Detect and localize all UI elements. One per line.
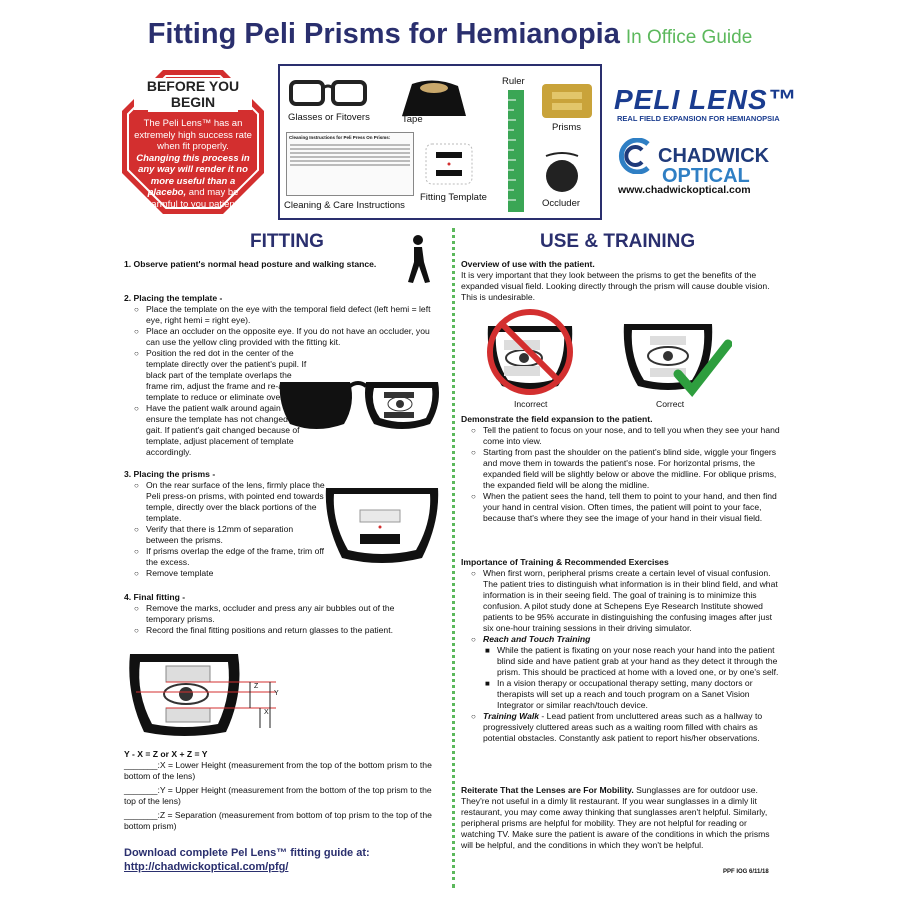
stop-sign-heading: BEFORE YOU BEGIN <box>134 78 252 110</box>
reiterate-section: Reiterate That the Lenses are For Mobili… <box>461 785 781 851</box>
kit-label-glasses: Glasses or Fitovers <box>288 112 370 123</box>
step2-item: Position the red dot in the center of th… <box>134 348 316 403</box>
overview-section: Overview of use with the patient. It is … <box>461 259 781 303</box>
measurement-diagram-image <box>129 654 276 736</box>
template-on-glasses-image <box>279 381 439 429</box>
website-link[interactable]: www.chadwickoptical.com <box>618 184 751 196</box>
label-x: X <box>264 709 269 716</box>
stop-body-3: and may be harmful to you patient. <box>146 187 240 210</box>
step4-item: Record the final fitting positions and r… <box>134 625 434 636</box>
step1-text: 1. Observe patient's normal head posture… <box>124 259 377 269</box>
kit-label-prisms: Prisms <box>552 122 582 133</box>
importance-heading: Importance of Training & Recommended Exe… <box>461 557 669 567</box>
importance-section: Importance of Training & Recommended Exe… <box>461 557 781 744</box>
demo-item: When the patient sees the hand, tell the… <box>471 491 781 524</box>
step4-item: Remove the marks, occluder and press any… <box>134 603 434 625</box>
formula: Y - X = Z or X + Z = Y <box>124 749 208 759</box>
z-definition: _______:Z = Separation (measurement from… <box>124 810 432 831</box>
step3-heading: 3. Placing the prisms - <box>124 469 216 479</box>
chadwick-logo-icon <box>618 138 650 174</box>
footer-code: PPF IOG 6/11/18 <box>723 869 769 875</box>
stop-sign-body: The Peli Lens™ has an extremely high suc… <box>134 118 252 210</box>
walk-heading: Training Walk <box>483 711 540 721</box>
fitting-heading: FITTING <box>250 231 324 252</box>
cleaning-card-title: Cleaning Instructions for Peli Press On … <box>289 135 391 140</box>
step2-item: Place the template on the eye with the t… <box>134 304 434 326</box>
optical-word: OPTICAL <box>662 165 750 187</box>
reach-heading: Reach and Touch Training <box>483 634 591 644</box>
stop-body-1: The Peli Lens™ has an extremely high suc… <box>134 118 252 152</box>
chadwick-word: CHADWICK <box>658 145 770 167</box>
training-heading: USE & TRAINING <box>540 231 696 252</box>
step3-item: On the rear surface of the lens, firmly … <box>134 480 326 524</box>
kit-label-ruler: Ruler <box>502 76 525 87</box>
correct-label: Correct <box>656 399 685 409</box>
fitting-step3: 3. Placing the prisms - On the rear surf… <box>124 469 434 579</box>
importance-item: When first worn, peripheral prisms creat… <box>471 568 781 634</box>
column-divider <box>452 228 455 888</box>
fitting-kit-box: Glasses or Fitovers Tape Ruler Prisms Cl… <box>278 64 602 220</box>
step3-item: Verify that there is 12mm of separation … <box>134 524 326 546</box>
training-walk-item: Training Walk - Lead patient from unclut… <box>471 711 781 744</box>
demo-section: Demonstrate the field expansion to the p… <box>461 414 781 524</box>
tape-icon <box>402 80 466 116</box>
fitting-step1: 1. Observe patient's normal head posture… <box>124 259 400 270</box>
reach-item: While the patient is fixating on your no… <box>485 645 781 678</box>
fitting-step4: 4. Final fitting - Remove the marks, occ… <box>124 592 434 636</box>
correct-image <box>623 324 732 398</box>
incorrect-image <box>487 309 573 395</box>
demo-item: Tell the patient to focus on your nose, … <box>471 425 781 447</box>
step2-item: Place an occluder on the opposite eye. I… <box>134 326 434 348</box>
title-main: Fitting Peli Prisms for Hemianopia <box>147 18 620 50</box>
reiterate-text: Sunglasses are for outdoor use. They're … <box>461 785 770 850</box>
template-placement-image <box>325 488 439 563</box>
fitting-step2: 2. Placing the template - Place the temp… <box>124 293 434 458</box>
peli-lens-tagline: REAL FIELD EXPANSION FOR HEMIANOPSIA <box>617 114 780 123</box>
stop-sign-text: BEFORE YOU BEGIN The Peli Lens™ has an e… <box>134 78 252 210</box>
walk-text: - Lead patient from uncluttered areas su… <box>483 711 763 743</box>
kit-label-template: Fitting Template <box>420 192 487 203</box>
step2-heading: 2. Placing the template - <box>124 293 223 303</box>
walking-person-icon <box>408 235 430 283</box>
step3-item: Remove template <box>134 568 326 579</box>
demo-item: Starting from past the shoulder on the p… <box>471 447 781 491</box>
label-z: Z <box>254 683 259 690</box>
ruler-icon <box>508 90 524 212</box>
guide-link[interactable]: http://chadwickoptical.com/pfg/ <box>124 861 289 873</box>
label-y: Y <box>274 690 279 697</box>
title-sub: In Office Guide <box>625 27 753 48</box>
cleaning-card: Cleaning Instructions for Peli Press On … <box>286 132 414 196</box>
prisms-icon <box>542 84 592 118</box>
reiterate-heading: Reiterate That the Lenses are For Mobili… <box>461 785 634 795</box>
step3-item: If prisms overlap the edge of the frame,… <box>134 546 326 568</box>
step2-item: Have the patient walk around again to en… <box>134 403 316 458</box>
kit-label-tape: Tape <box>402 114 423 125</box>
incorrect-label: Incorrect <box>514 399 548 409</box>
reach-touch-item: Reach and Touch Training While the patie… <box>471 634 781 711</box>
occluder-icon <box>545 152 579 192</box>
step4-heading: 4. Final fitting - <box>124 592 186 602</box>
kit-label-cleaning: Cleaning & Care Instructions <box>284 200 405 211</box>
overview-text: It is very important that they look betw… <box>461 270 770 302</box>
template-icon <box>425 143 473 185</box>
chadwick-optical-logo: CHADWICK OPTICAL <box>658 146 769 186</box>
reach-item: In a vision therapy or occupational ther… <box>485 678 781 711</box>
x-definition: _______:X = Lower Height (measurement fr… <box>124 760 432 781</box>
glasses-icon <box>289 80 367 106</box>
overview-heading: Overview of use with the patient. <box>461 259 595 269</box>
kit-label-occluder: Occluder <box>542 198 581 209</box>
download-text: Download complete Pel Lens™ fitting guid… <box>124 847 370 859</box>
peli-lens-logo: PELI LENS™ <box>614 84 797 115</box>
y-definition: _______:Y = Upper Height (measurement fr… <box>124 785 432 806</box>
measurement-formulas: Y - X = Z or X + Z = Y _______:X = Lower… <box>124 749 434 832</box>
demo-heading: Demonstrate the field expansion to the p… <box>461 414 653 424</box>
stop-body-2: Changing this process in any way will re… <box>136 152 250 199</box>
